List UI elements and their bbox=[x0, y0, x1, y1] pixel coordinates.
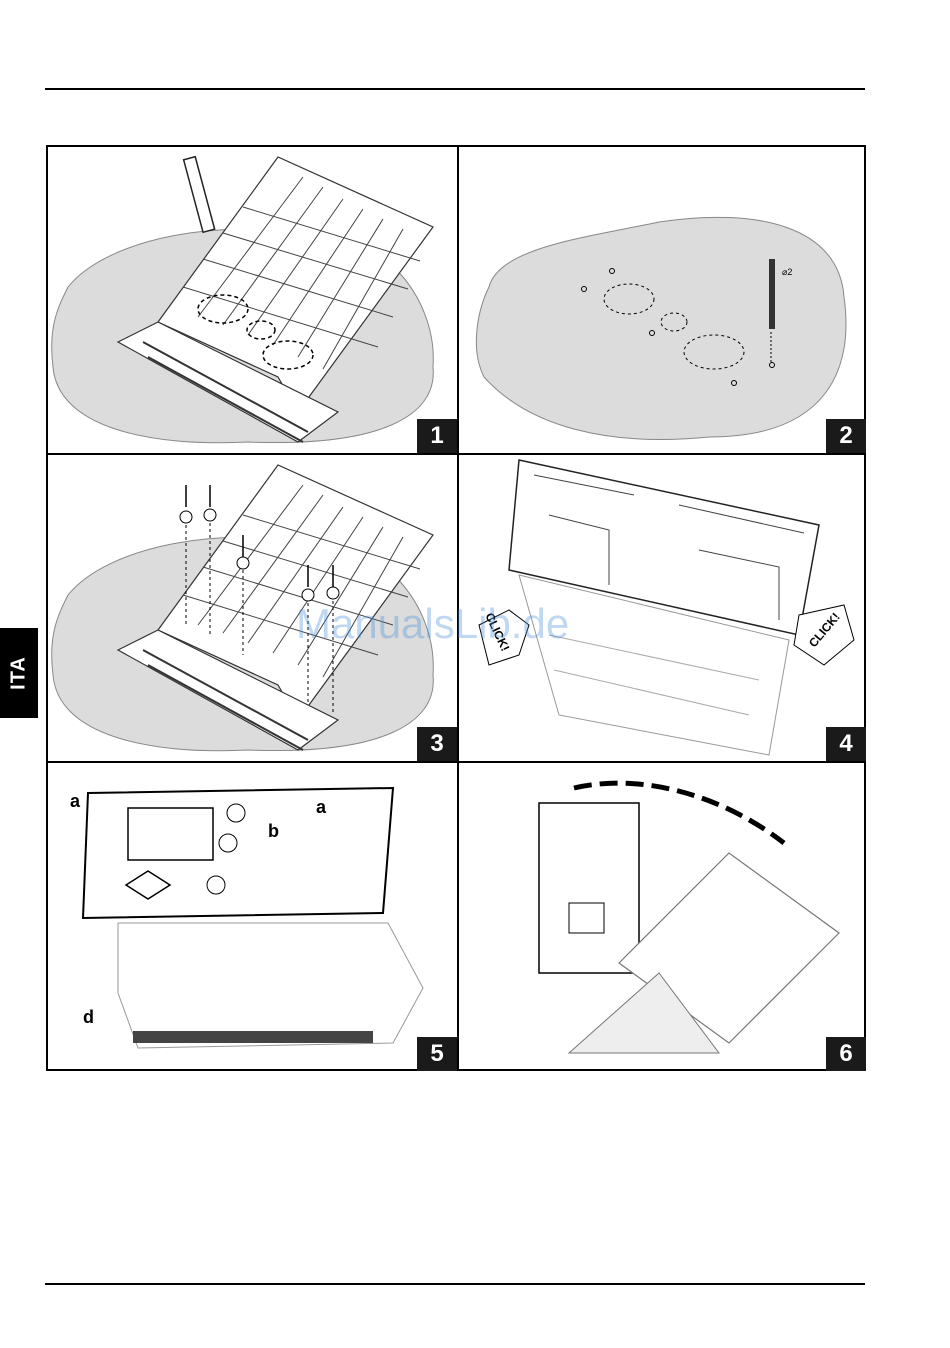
step-number: 3 bbox=[417, 727, 457, 761]
drill-diameter-label: ⌀2 bbox=[782, 267, 792, 278]
step-number: 6 bbox=[826, 1037, 866, 1071]
label-a-left: a bbox=[70, 791, 80, 812]
step-number: 5 bbox=[417, 1037, 457, 1071]
label-b: b bbox=[268, 821, 279, 842]
bottom-rule bbox=[45, 1283, 865, 1285]
panel-2: ⌀2 2 bbox=[459, 147, 866, 453]
top-rule bbox=[45, 88, 865, 90]
panel-2-illustration bbox=[459, 147, 866, 453]
panel-6-illustration bbox=[459, 763, 866, 1071]
panel-6: 6 bbox=[459, 763, 866, 1071]
label-a-right: a bbox=[316, 797, 326, 818]
language-tab: ITA bbox=[0, 628, 38, 718]
step-number: 4 bbox=[826, 727, 866, 761]
watermark: ManualsLib.de bbox=[296, 600, 569, 648]
language-tab-label: ITA bbox=[8, 656, 31, 690]
panel-5-illustration bbox=[48, 763, 457, 1071]
panel-1-illustration bbox=[48, 147, 457, 453]
step-number: 2 bbox=[826, 419, 866, 453]
panel-1: 1 bbox=[48, 147, 457, 453]
label-d: d bbox=[83, 1007, 94, 1028]
step-number: 1 bbox=[417, 419, 457, 453]
panel-5: a a b d 5 bbox=[48, 763, 457, 1071]
